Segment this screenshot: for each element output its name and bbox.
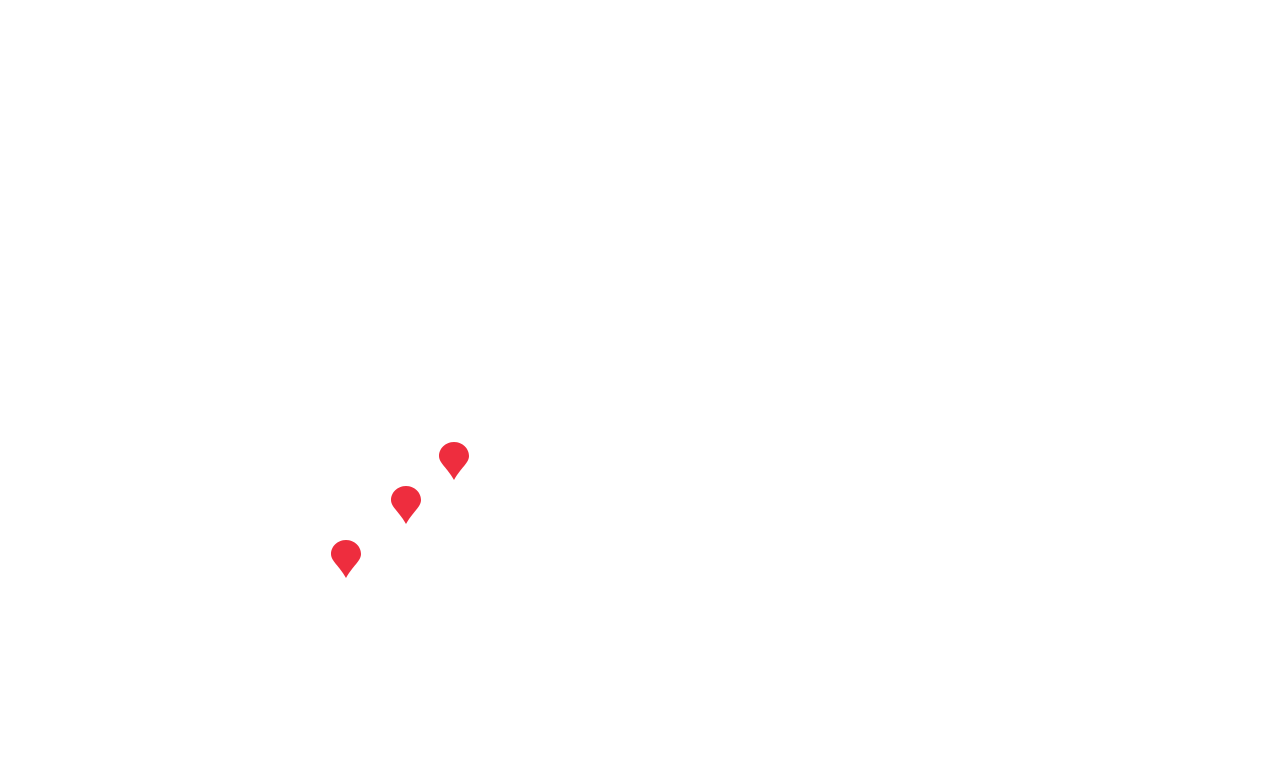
map-marker[interactable]	[331, 539, 361, 579]
map-marker[interactable]	[391, 485, 421, 525]
map-pin-icon	[331, 540, 361, 578]
map-pin-icon	[391, 486, 421, 524]
map-marker[interactable]	[439, 441, 469, 481]
map-pin-icon	[439, 442, 469, 480]
